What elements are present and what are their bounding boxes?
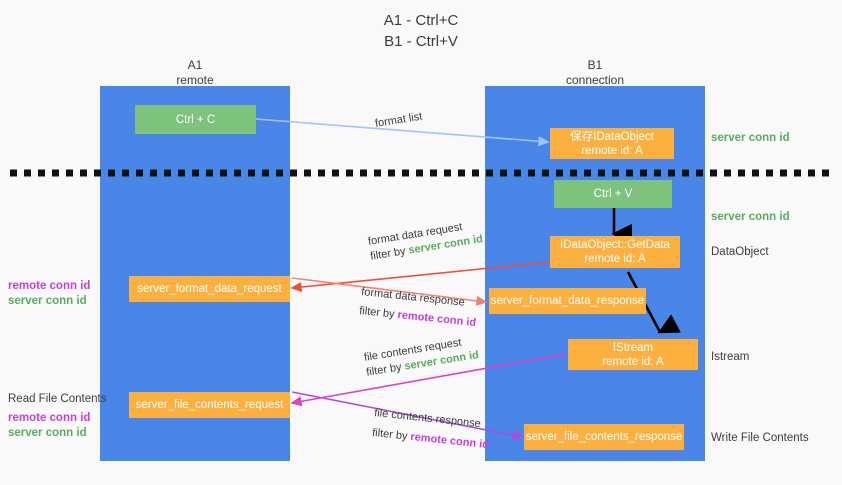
box-ctrl-c[interactable]: Ctrl + C [135,105,256,134]
diagram-title: A1 - Ctrl+C B1 - Ctrl+V [0,10,842,52]
edge-label-format-data-request: format data request filter by server con… [367,217,484,264]
box-ctrl-v[interactable]: Ctrl + V [554,180,672,208]
box-ctrl-c-label: Ctrl + C [175,113,216,126]
box-server-file-contents-request-label: server_file_contents_request [135,399,284,411]
box-server-file-contents-response-label: server_file_contents_response [525,431,683,443]
box-istream-line2: remote id: A [602,355,664,368]
box-server-format-data-response-label: server_format_data_response [490,295,645,307]
annotation-istream: Istream [711,351,750,363]
annotation-dataobject: DataObject [711,246,769,258]
box-istream[interactable]: IStream remote id: A [568,339,698,370]
box-server-format-data-request[interactable]: server_format_data_request [129,276,290,302]
box-save-idataobject-line1: 保存IDataObject [570,130,654,143]
edge-label-format-data-response: format data response filter by remote co… [358,285,478,331]
lane-header-b1-name: B1 [587,58,603,72]
annotation-left-server-conn-id-2: server conn id [8,427,87,439]
annotation-left-server-conn-id-1: server conn id [8,295,87,307]
edge-label-file-contents-request: file contents request filter by server c… [363,333,480,380]
annotation-left-remote-conn-id-1: remote conn id [8,280,91,292]
lane-header-a1-name: A1 [187,58,203,72]
annotation-server-conn-id-mid: server conn id [711,211,790,223]
title-line-1: A1 - Ctrl+C [383,12,459,29]
annotation-left-remote-conn-id-2: remote conn id [8,412,91,424]
box-ctrl-v-label: Ctrl + V [593,188,633,200]
lane-header-b1: B1 connection [485,58,705,88]
filter-prefix-4: filter by [371,426,412,443]
box-save-idataobject[interactable]: 保存IDataObject remote id: A [550,128,674,159]
box-idataobject-getdata-line2: remote id: A [584,253,646,265]
filter-key-2: remote conn id [396,308,477,330]
title-line-2: B1 - Ctrl+V [384,33,458,50]
box-server-file-contents-request[interactable]: server_file_contents_request [129,392,290,418]
box-server-format-data-request-label: server_format_data_request [137,283,282,295]
edge-label-file-contents-response: file contents response filter by remote … [371,406,491,453]
lane-header-a1-sub: remote [176,73,214,87]
annotation-server-conn-id-top: server conn id [711,132,790,144]
edge-label-format-list-text: format list [374,110,424,130]
box-idataobject-getdata-line1: IDataObject::GetData [560,239,670,251]
box-server-format-data-response[interactable]: server_format_data_response [489,288,646,314]
lane-header-b1-sub: connection [565,73,625,87]
edge-label-format-list: format list [374,110,423,132]
box-server-file-contents-response[interactable]: server_file_contents_response [524,424,684,450]
box-save-idataobject-line2: remote id: A [581,144,643,157]
box-idataobject-getdata[interactable]: IDataObject::GetData remote id: A [550,236,680,268]
annotation-write-file-contents: Write File Contents [711,432,809,444]
filter-prefix-2: filter by [358,304,399,321]
lane-header-a1: A1 remote [100,58,290,88]
box-istream-line1: IStream [612,341,654,354]
annotation-read-file-contents: Read File Contents [8,393,107,405]
filter-key-4: remote conn id [409,430,490,452]
